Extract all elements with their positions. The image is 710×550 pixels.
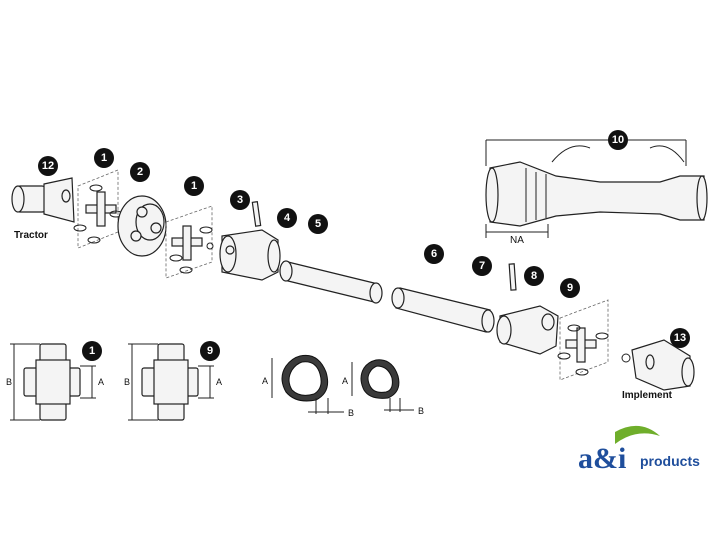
svg-text:1: 1 — [101, 152, 107, 164]
implement-yoke — [621, 339, 695, 391]
callout-1c: 1 — [82, 341, 102, 361]
svg-text:13: 13 — [674, 332, 686, 344]
svg-text:12: 12 — [42, 160, 54, 172]
callout-7: 7 — [472, 256, 492, 276]
implement-label: Implement — [622, 390, 673, 401]
outer-profile-b-label: B — [348, 408, 354, 418]
callout-5: 5 — [308, 214, 328, 234]
svg-text:9: 9 — [207, 345, 213, 357]
dim-b-label: B — [6, 377, 12, 387]
svg-text:9: 9 — [567, 282, 573, 294]
logo-word: products — [640, 453, 700, 469]
outer-profile-tube — [279, 260, 383, 304]
inner-profile-a-label: A — [342, 376, 348, 386]
dim-a-label: A — [98, 377, 104, 387]
svg-text:5: 5 — [315, 218, 321, 230]
svg-text:1: 1 — [191, 180, 197, 192]
svg-text:7: 7 — [479, 260, 485, 272]
callout-8: 8 — [524, 266, 544, 286]
roll-pin — [508, 263, 517, 291]
callout-4: 4 — [277, 208, 297, 228]
callout-12: 12 — [38, 156, 58, 176]
cross-detail-1 — [10, 343, 96, 421]
cross-kit-1 — [73, 169, 123, 249]
svg-text:6: 6 — [431, 248, 437, 260]
inboard-yoke — [219, 229, 281, 281]
svg-text:10: 10 — [612, 134, 624, 146]
callout-1b: 1 — [184, 176, 204, 196]
svg-text:1: 1 — [89, 345, 95, 357]
svg-text:2: 2 — [137, 166, 143, 178]
na-dimension-label: NA — [510, 235, 524, 246]
inner-tube-profile — [351, 359, 414, 412]
cv-joint-head — [117, 195, 167, 257]
cross-kit-1b — [165, 205, 214, 279]
shield-guard-assembly — [485, 139, 708, 238]
logo-mark: a&i — [578, 442, 626, 475]
callout-9b: 9 — [200, 341, 220, 361]
spring-pin — [251, 201, 262, 227]
callout-13: 13 — [670, 328, 690, 348]
outboard-yoke — [496, 305, 559, 355]
cross-detail-9 — [128, 343, 214, 421]
dim-a-label-2: A — [216, 377, 222, 387]
ai-products-logo: a&i products — [578, 425, 700, 475]
callout-2: 2 — [130, 162, 150, 182]
svg-text:3: 3 — [237, 194, 243, 206]
cross-kit-9 — [557, 299, 609, 381]
dim-b-label-2: B — [124, 377, 130, 387]
callout-1a: 1 — [94, 148, 114, 168]
callout-6: 6 — [424, 244, 444, 264]
inner-profile-tube — [391, 287, 495, 333]
tractor-label: Tractor — [14, 230, 48, 241]
svg-text:8: 8 — [531, 270, 537, 282]
inner-profile-b-label: B — [418, 406, 424, 416]
callout-9: 9 — [560, 278, 580, 298]
svg-text:4: 4 — [284, 212, 291, 224]
outer-profile-a-label: A — [262, 376, 268, 386]
tractor-yoke — [11, 177, 75, 223]
outer-tube-profile — [271, 354, 344, 414]
callout-3: 3 — [230, 190, 250, 210]
callout-10: 10 — [608, 130, 628, 150]
